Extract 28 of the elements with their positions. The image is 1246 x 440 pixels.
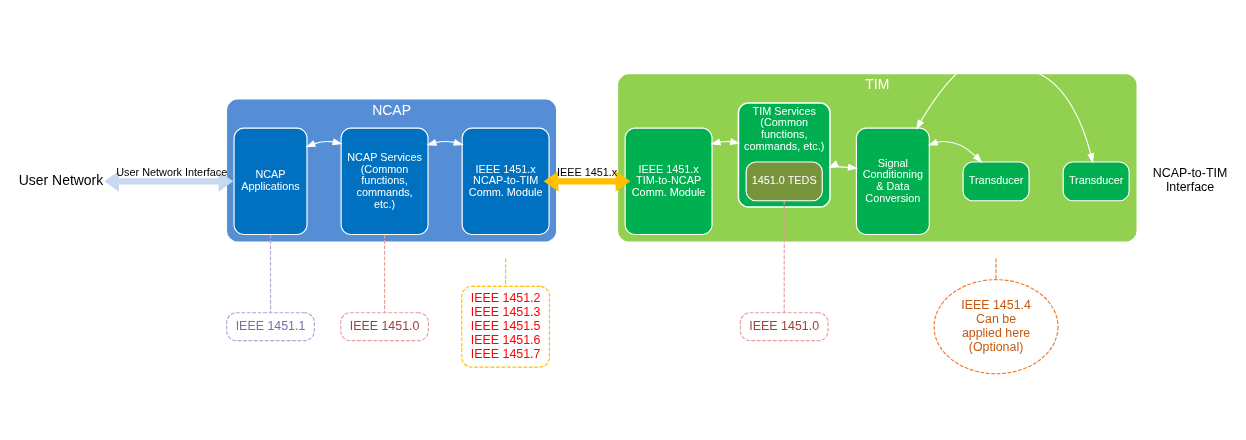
node-ellipse: IEEE 1451.4 Can be applied here (Optional) [933, 278, 1059, 374]
connector [995, 257, 997, 280]
connector [505, 257, 507, 287]
arrow [927, 138, 983, 163]
node-box: IEEE 1451.x NCAP-to-TIM Comm. Module [461, 127, 550, 235]
node-box: IEEE 1451.2 IEEE 1451.3 IEEE 1451.5 IEEE 1451.6 IEEE 1451.7 [461, 285, 551, 368]
node-box: Transducer [962, 160, 1030, 201]
label: NCAP-to-TIM Interface [1152, 165, 1228, 194]
node-box: NCAP Applications [233, 127, 308, 235]
arrow [305, 137, 343, 147]
arrow [104, 170, 234, 192]
arrow [426, 138, 464, 146]
arrow [543, 170, 631, 192]
node-box: IEEE 1451.0 [739, 311, 829, 341]
connector [384, 233, 386, 313]
edge-label: User Network Interface [116, 165, 228, 178]
node-box: IEEE 1451.0 [340, 311, 429, 341]
connector [269, 233, 272, 313]
connector [783, 199, 785, 313]
node-box: IEEE 1451.x TIM-to-NCAP Comm. Module [624, 127, 713, 235]
node-text: User Network [18, 171, 104, 188]
edge-label: IEEE 1451.x [556, 165, 618, 178]
node-box: IEEE 1451.1 [226, 311, 315, 341]
node-box: 1451.0 TEDS [745, 160, 823, 201]
node-box: Transducer [1062, 160, 1130, 201]
node-box: Signal Conditioning & Data Conversion [855, 127, 930, 235]
arrow [828, 159, 858, 171]
node-box: NCAP Services (Common functions, commands, etc.) [340, 127, 429, 235]
